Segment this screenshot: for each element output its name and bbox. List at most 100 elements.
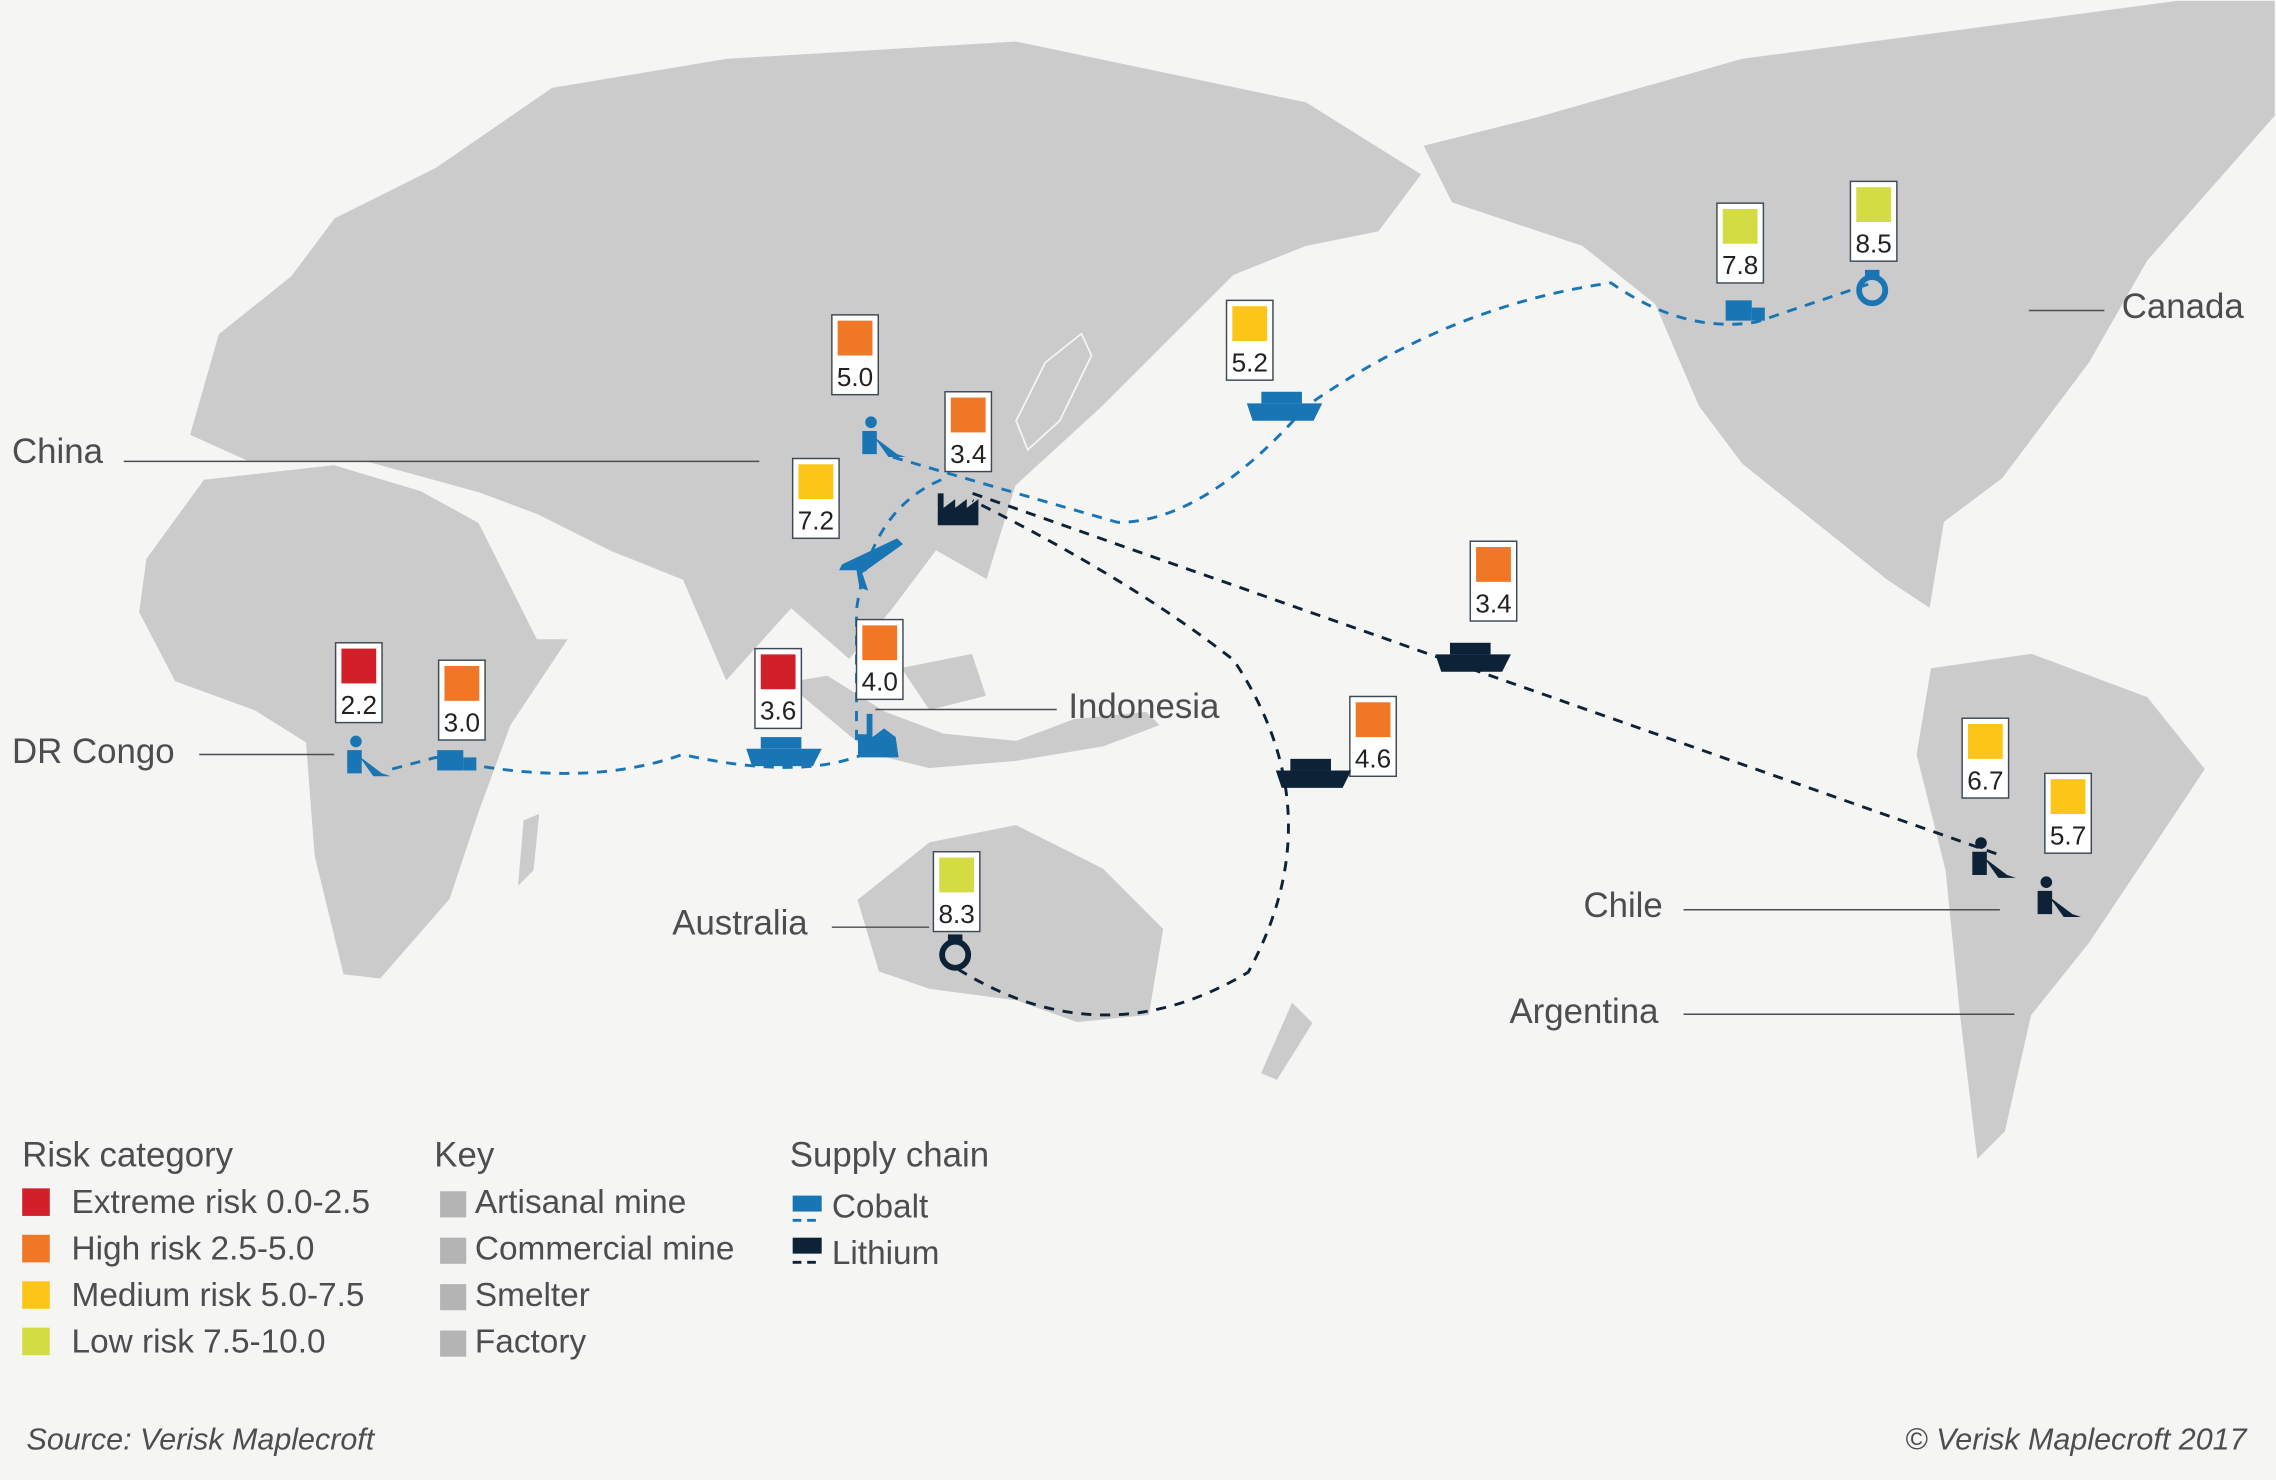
legend-risk-title: Risk category: [22, 1136, 233, 1175]
artisanal-mine-icon: [347, 735, 391, 777]
risk-score: 5.7: [2050, 820, 2086, 850]
legend-swatch-medium: [22, 1281, 50, 1309]
new-zealand: [1258, 999, 1315, 1083]
truck-icon: [437, 750, 477, 771]
legend-risk-item: Low risk 7.5-10.0: [72, 1323, 326, 1360]
legend-swatch-extreme: [22, 1188, 50, 1216]
risk-marker: 3.4: [944, 391, 993, 473]
commercial-mine-icon: [939, 934, 972, 971]
risk-swatch: [837, 320, 873, 356]
legend-lithium: Lithium: [832, 1235, 940, 1272]
legend-swatch-high: [22, 1234, 50, 1263]
risk-score: 3.4: [1475, 588, 1511, 618]
lithium-swatch: [792, 1237, 822, 1254]
risk-marker: 6.7: [1961, 717, 2010, 799]
risk-score: 5.2: [1232, 347, 1268, 377]
artisanal-mine-icon: [440, 1191, 467, 1218]
risk-marker: 5.0: [831, 314, 879, 396]
risk-marker: 8.5: [1849, 180, 1898, 262]
artisanal-mine-icon: [1972, 837, 2016, 878]
risk-marker: 8.3: [932, 851, 981, 933]
risk-marker: 5.7: [2044, 772, 2093, 854]
risk-score: 8.5: [1855, 228, 1891, 258]
japan: [1015, 332, 1093, 452]
ship-icon: [1246, 391, 1323, 421]
risk-swatch: [1856, 187, 1892, 222]
copyright: © Verisk Maplecroft 2017: [1905, 1423, 2247, 1457]
commercial-mine-icon: [1856, 269, 1889, 307]
cobalt-swatch: [792, 1195, 822, 1212]
label-dr-congo: DR Congo: [12, 732, 175, 771]
risk-score: 4.0: [862, 667, 898, 697]
truck-icon: [1725, 300, 1765, 321]
risk-marker: 3.4: [1469, 540, 1518, 622]
risk-swatch: [1355, 702, 1391, 738]
risk-markers: 5.0 3.4 7.2 5.2 7.8 8.5 2.2 3.0 3.6 4.0 3.4 4.6 8.3 6…: [334, 180, 2093, 971]
smelter-icon: [857, 713, 899, 758]
eurasia: [188, 39, 1424, 684]
risk-score: 4.6: [1355, 744, 1391, 774]
australia: [855, 823, 1166, 1024]
legend-risk-item: High risk 2.5-5.0: [72, 1230, 315, 1267]
legend-risk-item: Extreme risk 0.0-2.5: [72, 1184, 370, 1221]
risk-swatch: [341, 648, 377, 684]
legend-risk-item: Medium risk 5.0-7.5: [72, 1277, 365, 1314]
risk-score: 6.7: [1967, 765, 2003, 795]
risk-score: 3.0: [444, 707, 480, 737]
risk-score: 7.8: [1722, 250, 1758, 280]
legend-supply-title: Supply chain: [790, 1136, 989, 1175]
risk-score: 3.4: [950, 439, 986, 469]
label-indonesia: Indonesia: [1068, 687, 1220, 726]
risk-marker: 7.2: [791, 457, 840, 540]
commercial-mine-icon: [440, 1237, 467, 1264]
factory-icon: [937, 493, 979, 526]
north-america: [1421, 0, 2276, 611]
risk-swatch: [1232, 306, 1268, 341]
madagascar: [515, 811, 542, 891]
legend-swatch-low: [22, 1327, 50, 1356]
risk-swatch: [939, 857, 975, 893]
risk-marker: 4.6: [1349, 695, 1397, 777]
risk-marker: 3.6: [754, 647, 803, 730]
risk-swatch: [1476, 547, 1511, 582]
label-argentina: Argentina: [1509, 992, 1659, 1031]
risk-swatch: [1967, 724, 2003, 759]
factory-icon: [440, 1330, 467, 1357]
world-map: [137, 0, 2276, 1163]
country-labels: China DR Congo Indonesia Australia Chile…: [12, 287, 2244, 1031]
cobalt-route-congo-indonesia: [391, 745, 879, 775]
risk-marker: 3.0: [437, 659, 486, 741]
lithium-route-australia-china: [957, 499, 1290, 1017]
legend-key-item: Artisanal mine: [475, 1184, 686, 1221]
risk-swatch: [2050, 779, 2086, 814]
risk-marker: 2.2: [334, 642, 383, 724]
artisanal-mine-icon: [2037, 876, 2082, 918]
label-china: China: [12, 432, 104, 471]
ship-icon: [746, 737, 822, 767]
risk-marker: 5.2: [1225, 299, 1274, 381]
smelter-icon: [440, 1284, 467, 1311]
risk-score: 7.2: [798, 506, 834, 536]
ship-icon: [1435, 642, 1511, 672]
risk-swatch: [1722, 208, 1758, 244]
legend-key-item: Factory: [475, 1323, 587, 1360]
legend-key-title: Key: [434, 1136, 495, 1175]
risk-swatch: [862, 625, 898, 661]
risk-score: 8.3: [938, 899, 974, 929]
cobalt-route-indonesia-china: [855, 477, 945, 740]
label-australia: Australia: [672, 903, 808, 942]
legend-key-item: Commercial mine: [475, 1230, 735, 1267]
legend-cobalt: Cobalt: [832, 1188, 929, 1225]
source-note: Source: Verisk Maplecroft: [27, 1423, 376, 1457]
legend-key-item: Smelter: [475, 1277, 590, 1314]
risk-score: 3.6: [760, 696, 796, 726]
label-canada: Canada: [2122, 287, 2245, 326]
risk-score: 2.2: [341, 690, 377, 720]
risk-swatch: [950, 397, 986, 433]
risk-marker: 7.8: [1716, 202, 1765, 284]
artisanal-mine-icon: [862, 416, 906, 458]
risk-score: 5.0: [837, 362, 873, 392]
risk-swatch: [444, 666, 480, 701]
